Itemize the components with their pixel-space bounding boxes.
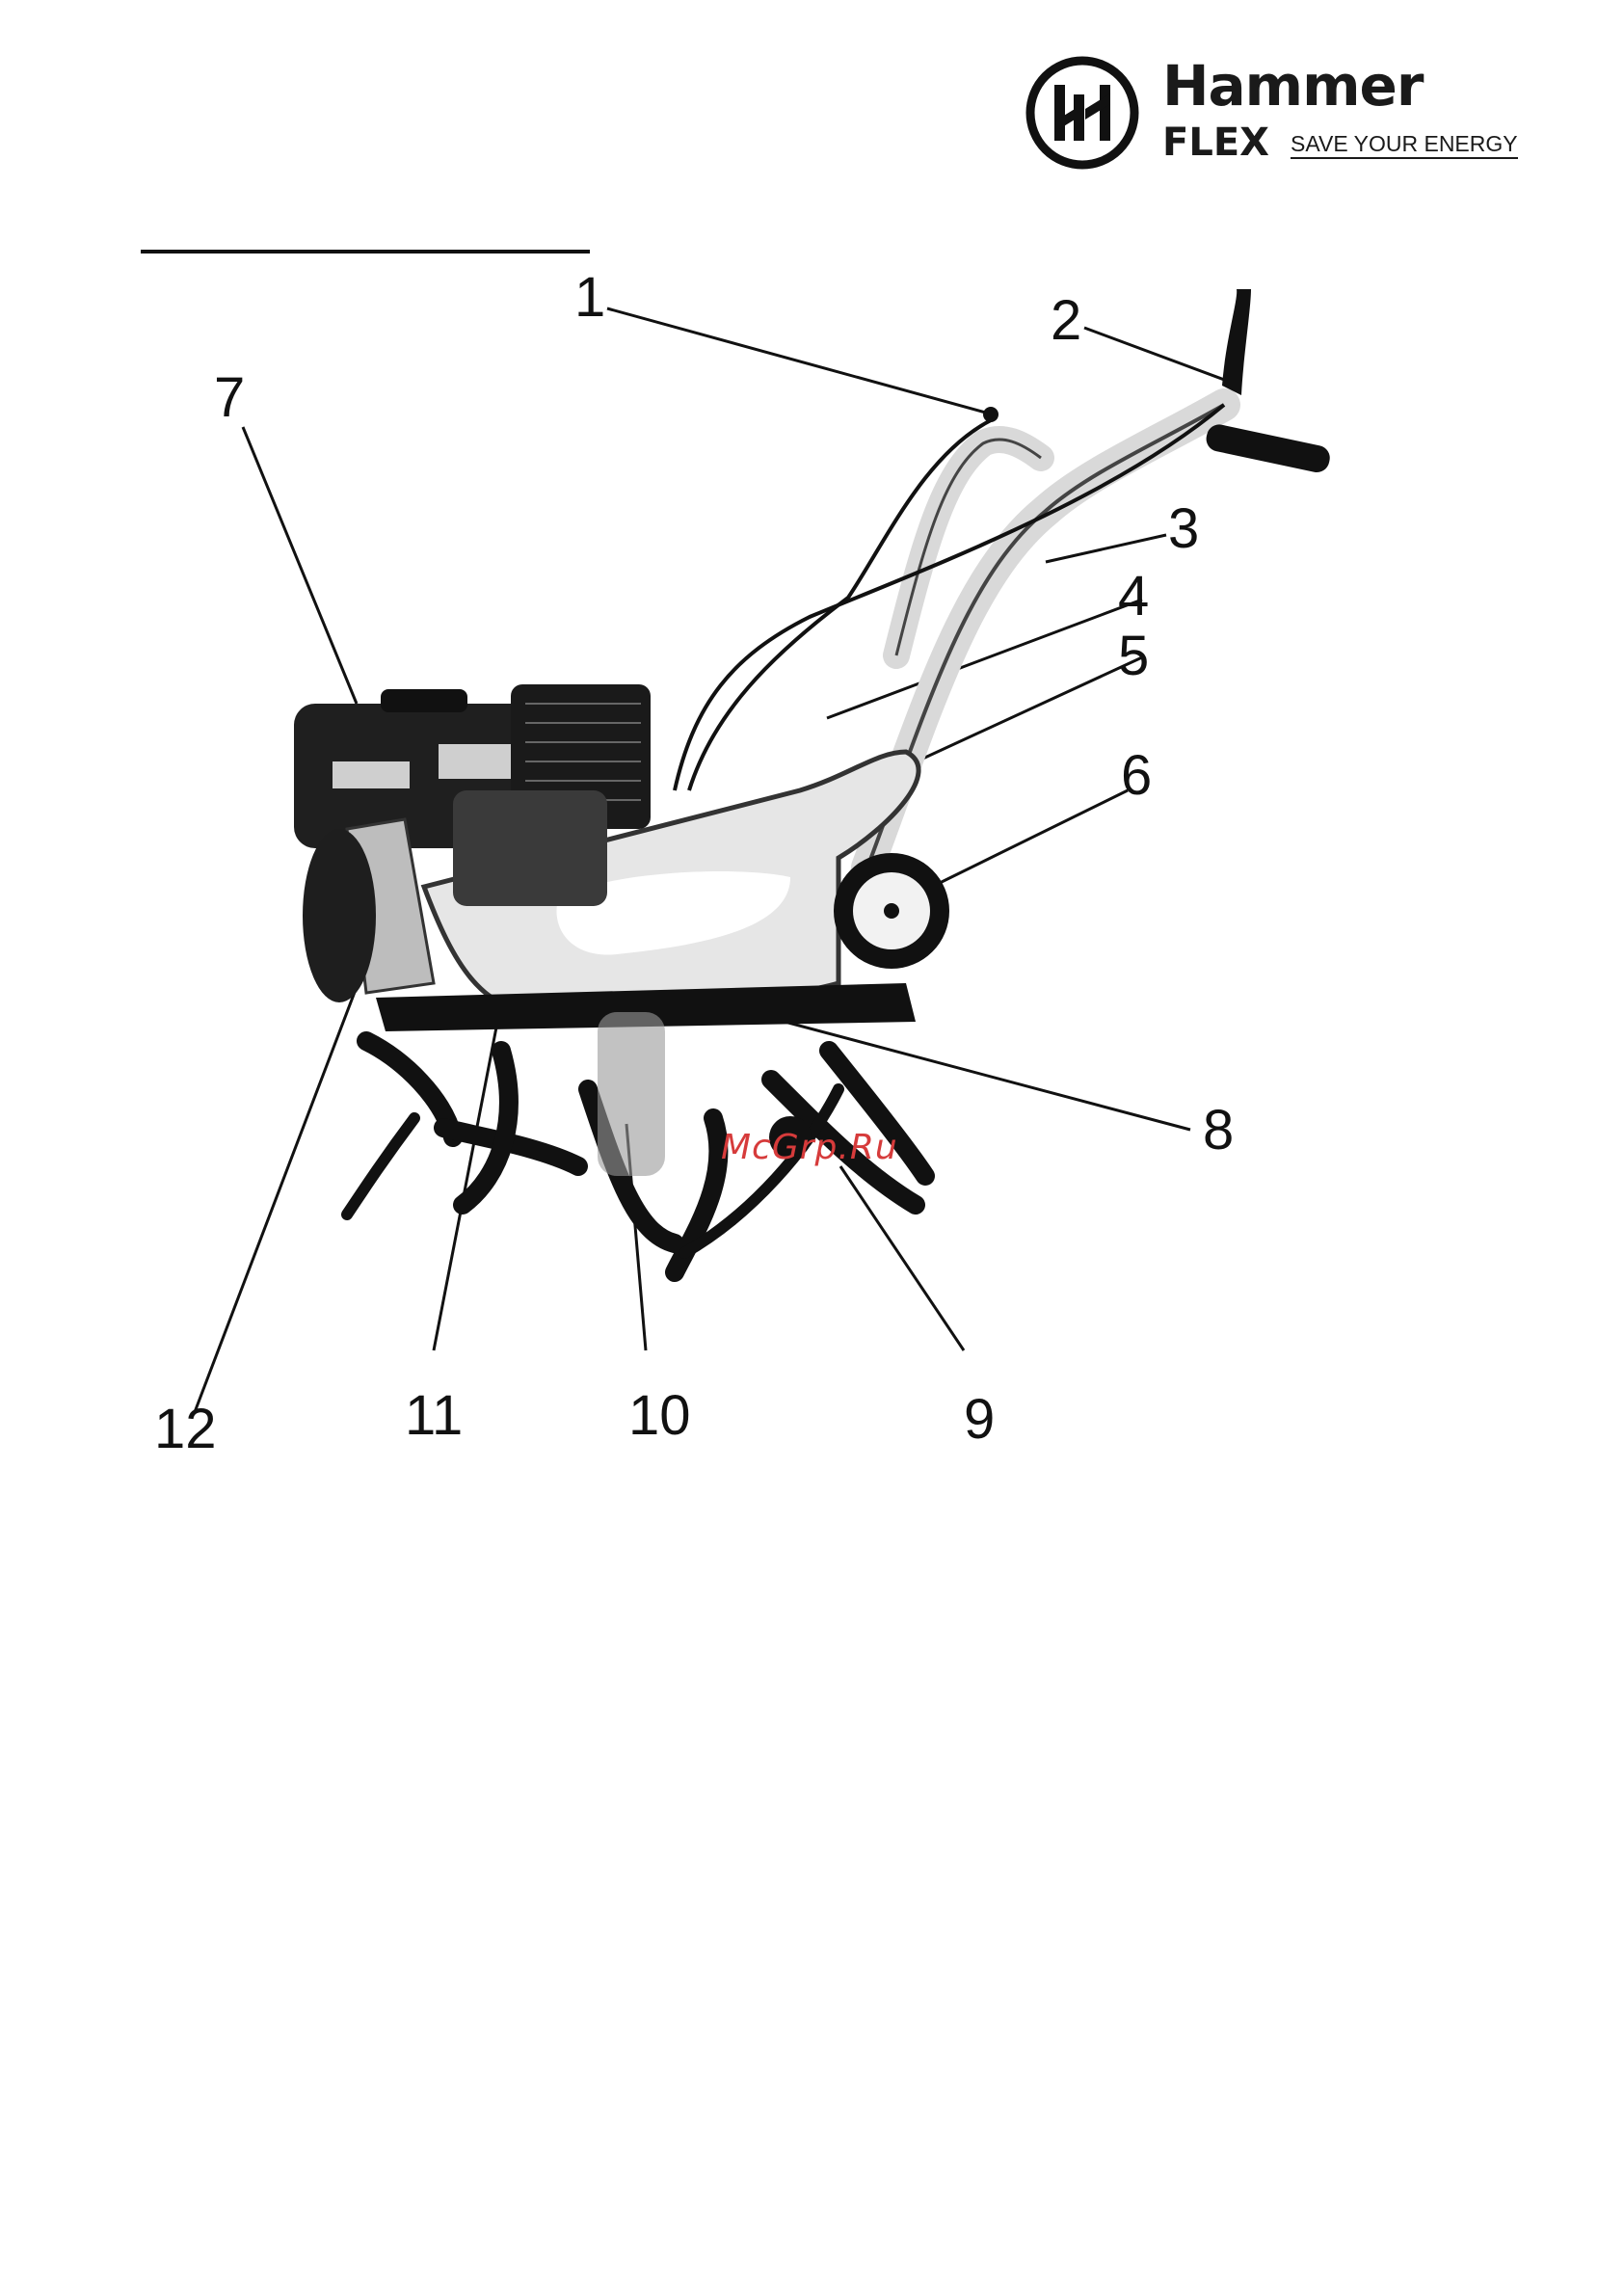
brand-logo: Hammer FLEX SAVE YOUR ENERGY	[1025, 56, 1478, 170]
callout-6: 6	[1121, 748, 1152, 804]
callout-12: 12	[154, 1402, 217, 1457]
callout-5: 5	[1118, 628, 1149, 684]
callout-2: 2	[1051, 293, 1081, 349]
callout-8: 8	[1203, 1103, 1234, 1159]
callout-10: 10	[628, 1388, 691, 1444]
callout-1: 1	[574, 270, 605, 326]
hammer-flex-logo-icon	[1025, 56, 1139, 170]
callout-11: 11	[405, 1388, 463, 1444]
brand-sub: FLEX	[1162, 123, 1269, 162]
callout-4: 4	[1118, 569, 1149, 625]
watermark-text: McGrp.Ru	[721, 1128, 898, 1167]
callout-3: 3	[1168, 501, 1199, 557]
brand-name: Hammer	[1162, 58, 1424, 114]
tiller-diagram	[0, 251, 1624, 1504]
callout-7: 7	[214, 370, 245, 426]
brand-tagline: SAVE YOUR ENERGY	[1291, 133, 1518, 159]
callout-9: 9	[964, 1392, 995, 1448]
